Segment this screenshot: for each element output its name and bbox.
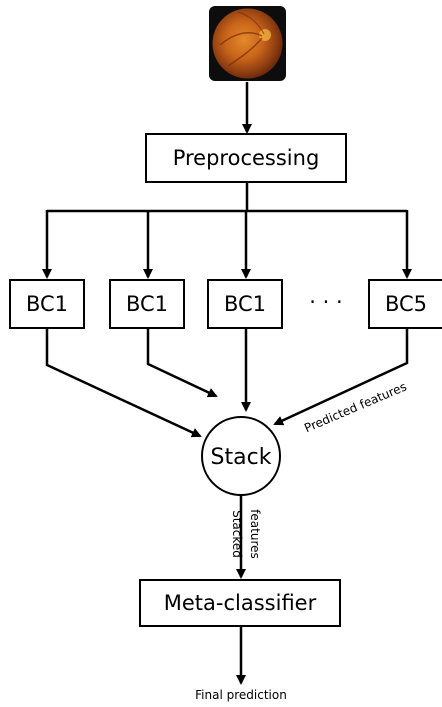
- meta-classifier-label: Meta-classifier: [164, 591, 317, 615]
- base-classifier-2: BC1: [109, 279, 185, 329]
- base-classifier-1: BC1: [9, 279, 85, 329]
- stacked-features-label-line1: Stacked: [230, 510, 244, 558]
- ellipsis: · · ·: [309, 290, 342, 314]
- classifier-label: BC1: [224, 292, 266, 316]
- input-fundus-image: [209, 6, 286, 81]
- stack-node: Stack: [201, 416, 281, 496]
- meta-classifier-box: Meta-classifier: [139, 579, 341, 627]
- distribution-connectors: [42, 182, 412, 279]
- base-classifier-3: BC1: [207, 279, 283, 329]
- preprocessing-label: Preprocessing: [173, 146, 320, 170]
- classifier-label: BC5: [385, 292, 427, 316]
- stack-label: Stack: [211, 445, 272, 470]
- stacked-features-label-line2: features: [248, 509, 262, 559]
- preprocessing-box: Preprocessing: [145, 133, 347, 183]
- classifier-to-stack-arrows: [45, 328, 409, 438]
- base-classifier-5: BC5: [368, 279, 442, 329]
- final-prediction-label: Final prediction: [195, 688, 287, 702]
- classifier-label: BC1: [126, 292, 168, 316]
- classifier-label: BC1: [26, 292, 68, 316]
